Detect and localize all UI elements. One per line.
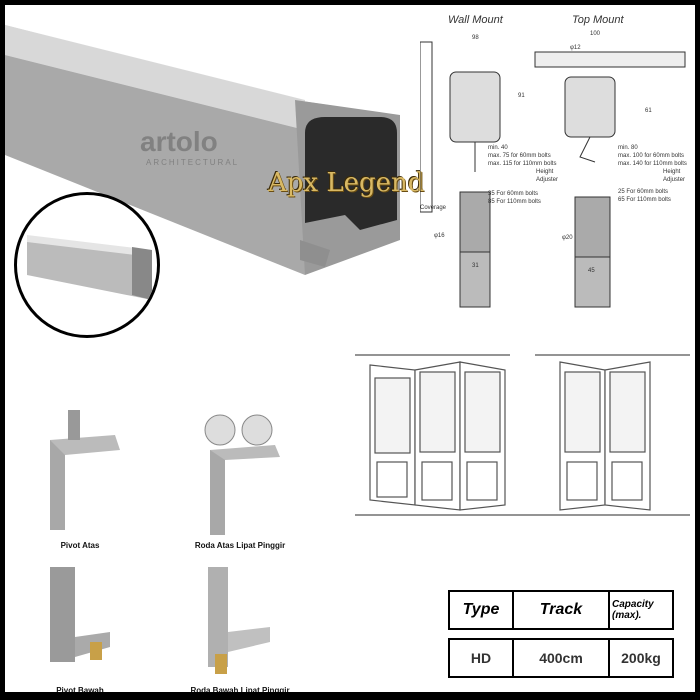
part-label-pivot-atas: Pivot Atas — [60, 541, 100, 550]
adjuster-label: Height Adjuster — [536, 169, 559, 183]
coverage-label: Coverage — [420, 205, 447, 211]
bolt-note: 85 For 110mm bolts — [488, 199, 541, 205]
note: min. 40 — [488, 145, 508, 151]
wall-phi: φ16 — [434, 233, 445, 239]
top-phi: φ20 — [562, 235, 573, 241]
note: max. 100 for 60mm bolts — [618, 153, 685, 159]
folding-door-drawing — [355, 354, 690, 516]
cell-track: 400cm — [514, 640, 610, 676]
note: min. 80 — [618, 145, 638, 151]
top-phi-top: φ12 — [570, 45, 581, 51]
apx-legend-watermark: Apx Legend — [268, 168, 425, 198]
header-type: Type — [450, 592, 514, 628]
adjuster-label: Height Adjuster — [663, 169, 686, 183]
top-height-dim: 61 — [645, 108, 652, 114]
cell-capacity: 200kg — [621, 650, 661, 666]
bolt-note: 65 For 110mm bolts — [618, 197, 671, 203]
pivot-bawah-photo — [50, 567, 110, 662]
cell-type: HD — [450, 640, 514, 676]
wall-width-dim: 98 — [472, 35, 479, 41]
spec-table-header: Type Track Capacity (max). — [448, 590, 674, 630]
bolt-note: 25 For 60mm bolts — [618, 189, 669, 195]
pivot-atas-photo — [50, 410, 120, 530]
top-mount-title: Top Mount — [572, 14, 624, 26]
part-label-pivot-bawah: Pivot Bawah — [56, 686, 104, 695]
wall-bottom-dim: 31 — [472, 263, 479, 269]
header-track: Track — [514, 592, 610, 628]
brand-sub-watermark: ARCHITECTURAL — [146, 158, 240, 167]
bolt-note: 35 For 60mm bolts — [488, 191, 539, 197]
header-capacity: Capacity (max). — [612, 599, 654, 621]
top-width-dim: 100 — [590, 31, 601, 37]
mount-diagram: Wall Mount Top Mount 98 91 min. 40 max. … — [420, 12, 695, 312]
u-channel-inset — [14, 192, 160, 338]
top-notes: min. 80 max. 100 for 60mm bolts max. 140… — [618, 144, 698, 204]
part-label-roda-atas: Roda Atas Lipat Pinggir — [194, 541, 286, 550]
wall-height-dim: 91 — [518, 93, 525, 99]
part-label-roda-bawah: Roda Bawah Lipat Pinggir — [190, 686, 290, 695]
note: max. 115 for 110mm bolts — [488, 161, 557, 167]
brand-logo-watermark: artolo — [140, 126, 218, 157]
wall-notes: min. 40 max. 75 for 60mm bolts max. 115 … — [488, 144, 568, 206]
roda-atas-photo — [204, 414, 280, 535]
top-bottom-dim: 45 — [588, 268, 595, 274]
aluminium-track-photo — [5, 25, 400, 275]
note: max. 75 for 60mm bolts — [488, 153, 551, 159]
roda-bawah-photo — [208, 567, 270, 674]
wall-mount-title: Wall Mount — [448, 14, 503, 26]
note: max. 140 for 110mm bolts — [618, 161, 687, 167]
spec-table-row: HD 400cm 200kg — [448, 638, 674, 678]
